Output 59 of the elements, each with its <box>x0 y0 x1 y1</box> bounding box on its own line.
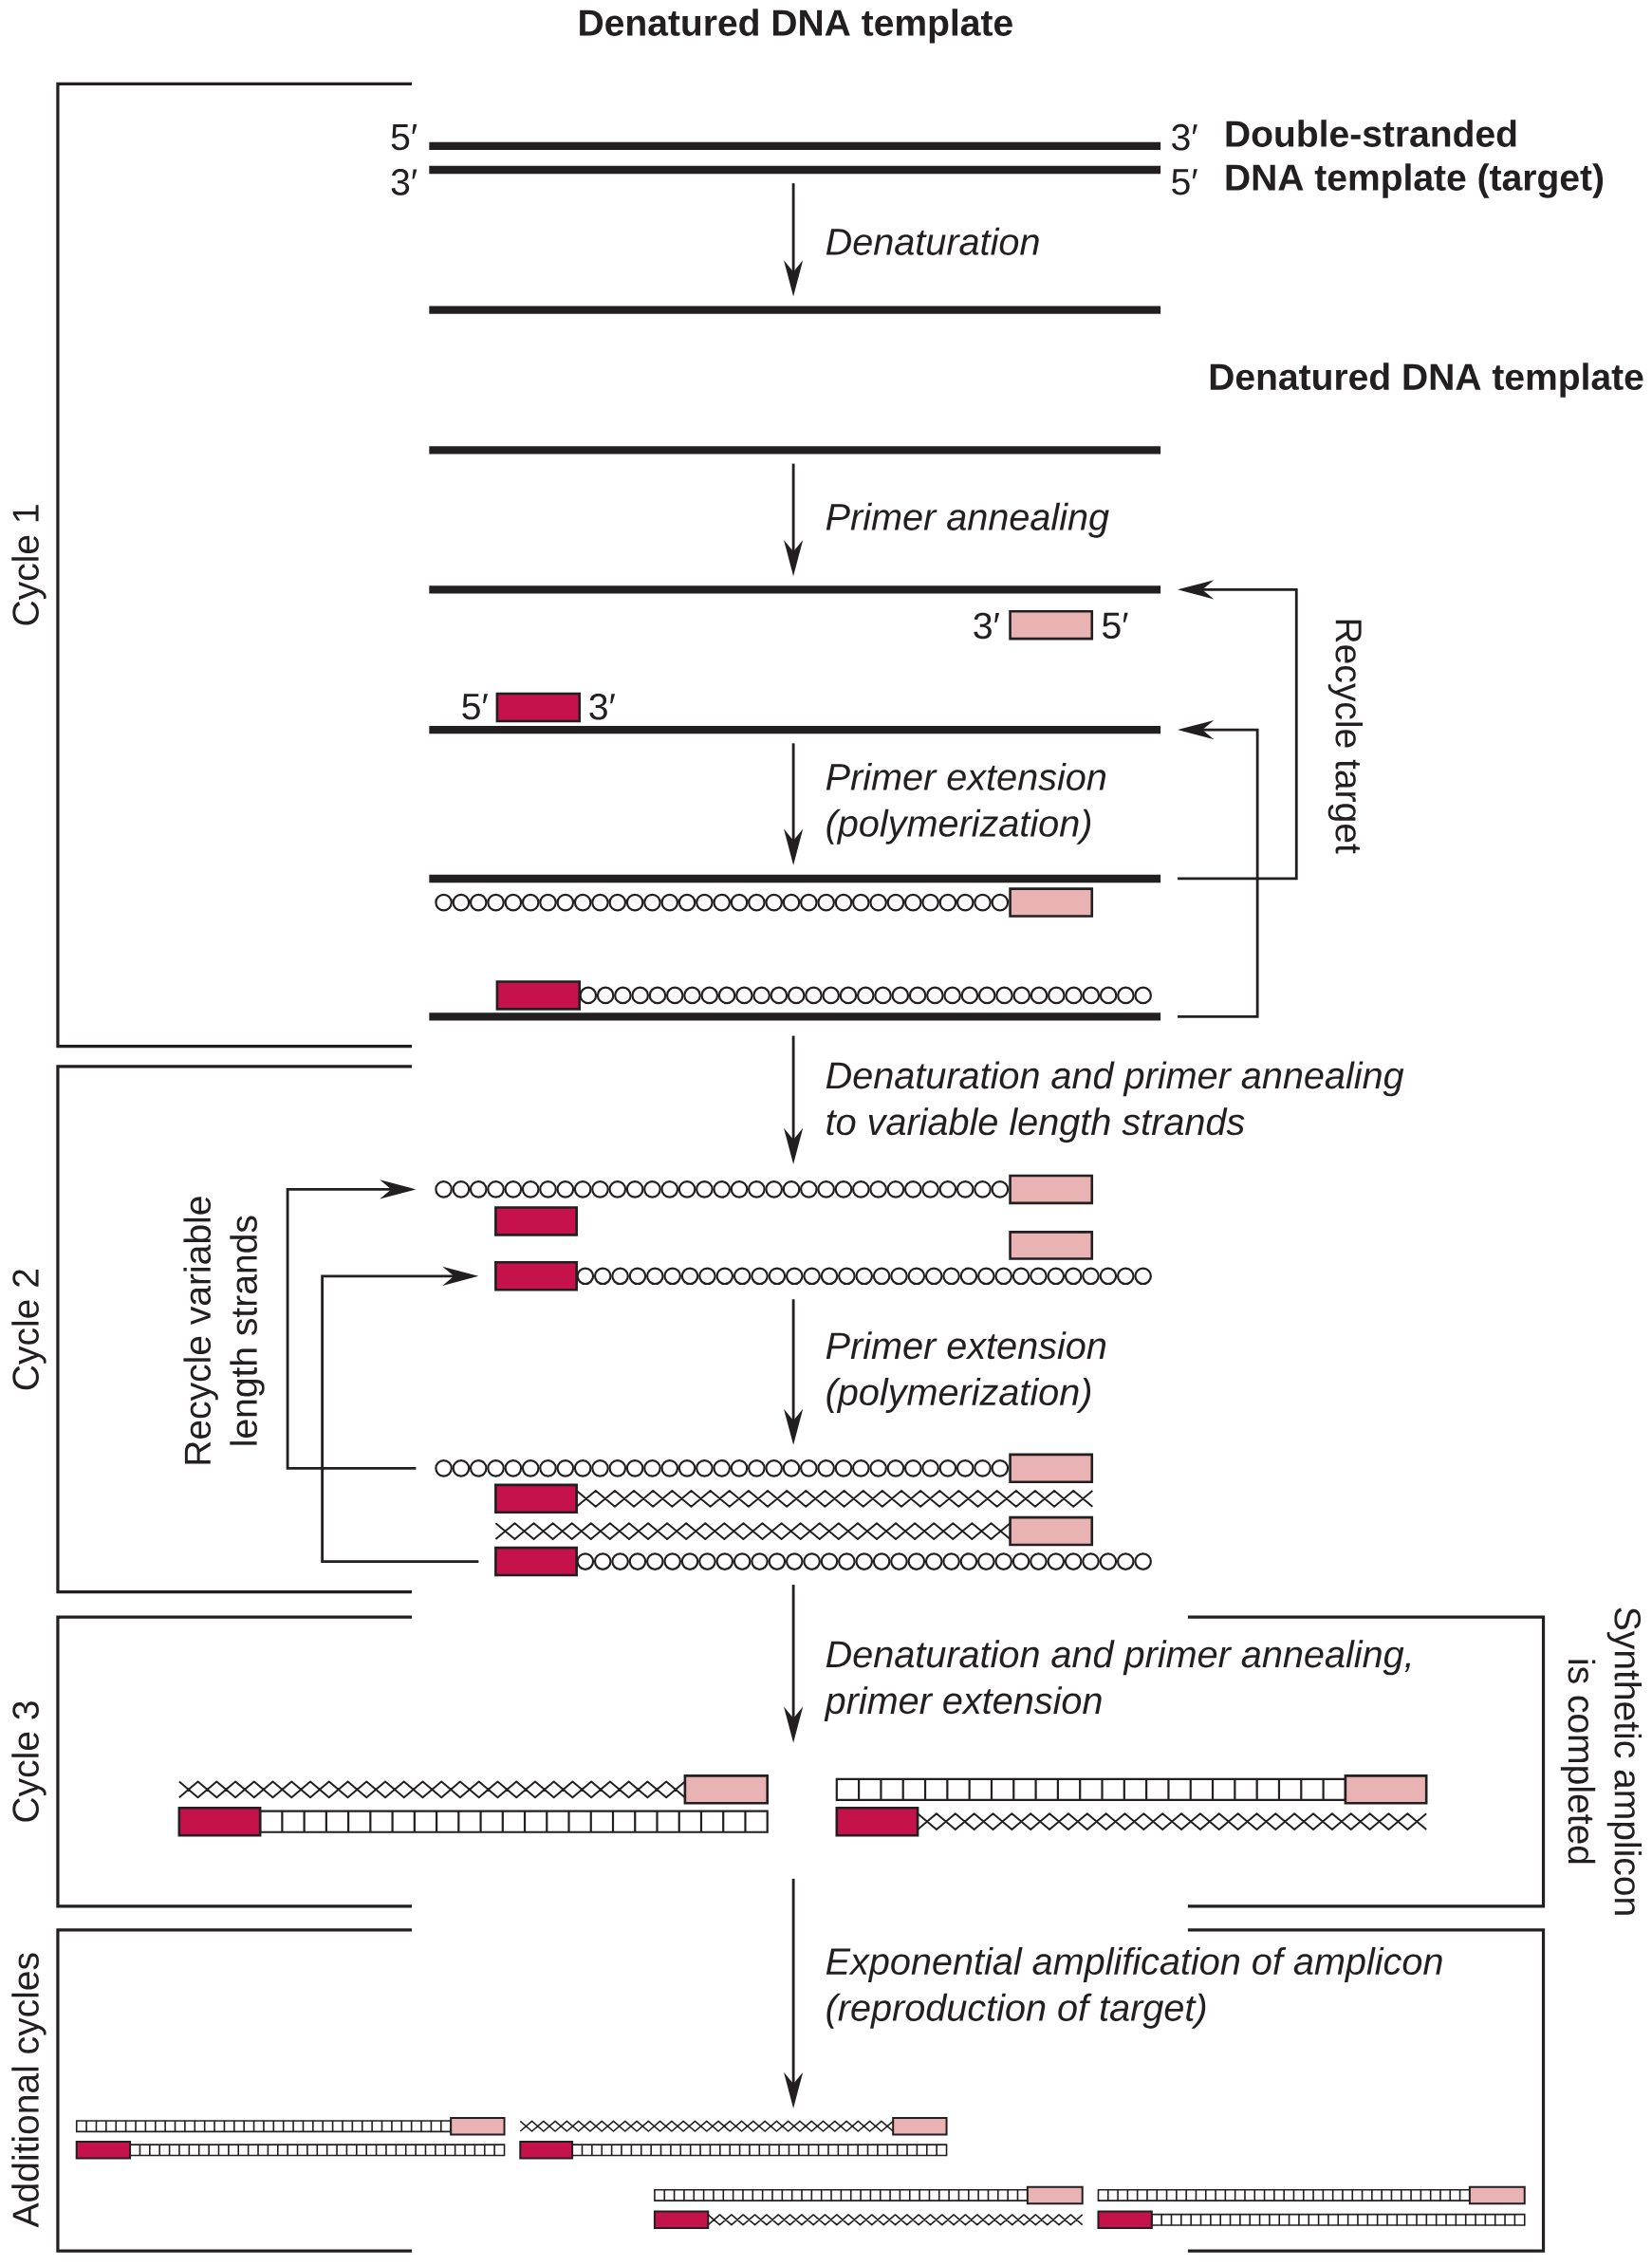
cycle-label: Cycle 1 <box>11 505 46 625</box>
ladder-strand <box>177 1806 769 1837</box>
strand-end-label: 5′ <box>1103 612 1128 640</box>
strand-end-label: 3′ <box>391 169 418 195</box>
edge-label: Exponential amplification of amplicon (reproduction of target) <box>826 1947 1442 2029</box>
dna-strand <box>429 446 1161 455</box>
edge-label: Recycle target <box>1327 620 1364 854</box>
strand-end-label: 3′ <box>974 612 1000 640</box>
strand-end-label: 5′ <box>1172 169 1197 195</box>
primer-box <box>1009 1231 1094 1260</box>
cycle-label: Cycle 3 <box>11 1701 46 1822</box>
primer-box <box>495 692 582 723</box>
strand-end-label: 5′ <box>462 694 489 720</box>
bead-strand <box>495 980 1153 1011</box>
side-label: Synthetic amplicon is completed <box>1561 1607 1643 1915</box>
ladder-strand <box>654 2185 1084 2205</box>
bead-strand <box>494 1546 1153 1577</box>
strand-end-label: 3′ <box>1172 123 1197 151</box>
ladder-strand <box>1097 2185 1526 2205</box>
zigzag-strand <box>177 1774 770 1805</box>
dna-strand <box>429 725 1161 734</box>
dna-strand <box>429 306 1161 314</box>
strand-end-label: 5′ <box>391 124 418 151</box>
dna-strand <box>429 165 1161 175</box>
bead-strand <box>435 1453 1094 1484</box>
primer-box <box>494 1206 579 1236</box>
dna-strand <box>429 1012 1161 1021</box>
dna-strand <box>429 585 1161 594</box>
primer-box <box>1009 609 1094 641</box>
edge-label: Denaturation <box>826 227 1039 255</box>
ladder-strand <box>1097 2210 1526 2230</box>
bead-strand <box>435 887 1094 918</box>
edge-label: Recycle variable length strands <box>183 1197 265 1464</box>
strand-end-label: 3′ <box>589 693 616 720</box>
title: Denatured DNA template <box>580 9 1012 44</box>
zigzag-strand <box>494 1515 1094 1547</box>
zigzag-strand <box>654 2210 1084 2230</box>
strand-label: Denatured DNA template <box>1210 362 1643 398</box>
dna-strand <box>429 141 1161 150</box>
ladder-strand <box>519 2141 948 2160</box>
cycle-label: Cycle 2 <box>11 1270 46 1390</box>
edge-label: Primer annealing <box>826 502 1109 538</box>
elbow-arrow <box>286 1179 417 1470</box>
bead-strand <box>494 1261 1153 1291</box>
bead-strand <box>435 1174 1094 1205</box>
ladder-strand <box>76 2116 506 2136</box>
edge-label: Denaturation and primer annealing, primer extension <box>824 1640 1411 1722</box>
elbow-arrow <box>321 1266 479 1563</box>
ladder-strand <box>835 1774 1428 1805</box>
dna-strand <box>429 874 1161 883</box>
ladder-strand <box>75 2141 506 2160</box>
edge-label: Primer extension (polymerization) <box>826 762 1106 845</box>
side-label: Double-stranded DNA template (target) <box>1226 120 1604 198</box>
zigzag-strand <box>519 2116 948 2136</box>
cycle-label: Additional cycles <box>11 1953 46 2228</box>
edge-label: Primer extension (polymerization) <box>826 1331 1106 1413</box>
zigzag-strand <box>835 1806 1428 1837</box>
edge-label: Denaturation and primer annealing to variable length strands <box>826 1061 1404 1143</box>
zigzag-strand <box>494 1483 1094 1514</box>
